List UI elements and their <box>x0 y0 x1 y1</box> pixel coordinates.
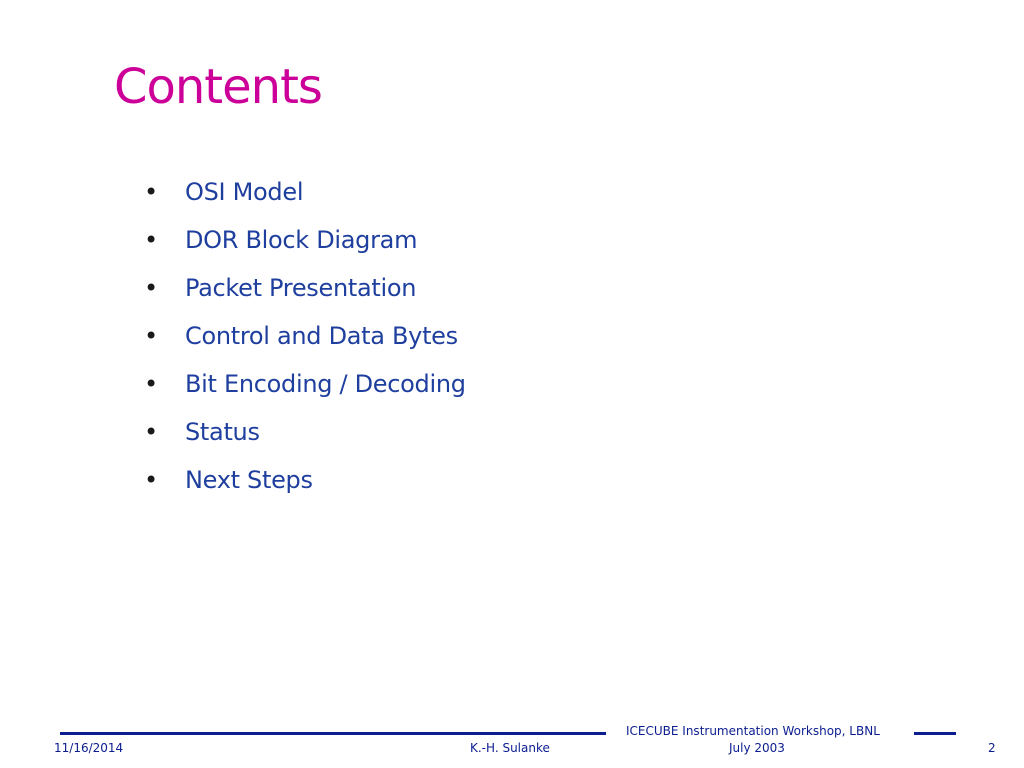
footer-event-title: ICECUBE Instrumentation Workshop, LBNL <box>626 724 880 738</box>
bullet-icon: • <box>144 178 159 206</box>
list-item-text: Status <box>185 418 260 446</box>
list-item-text: DOR Block Diagram <box>185 226 418 254</box>
list-item-text: Bit Encoding / Decoding <box>185 370 466 398</box>
list-item-text: OSI Model <box>185 178 304 206</box>
contents-list: • OSI Model • DOR Block Diagram • Packet… <box>144 168 466 504</box>
list-item: • DOR Block Diagram <box>144 216 466 264</box>
list-item: • Bit Encoding / Decoding <box>144 360 466 408</box>
list-item: • Packet Presentation <box>144 264 466 312</box>
footer-divider-left <box>60 732 606 735</box>
list-item: • OSI Model <box>144 168 466 216</box>
list-item-text: Packet Presentation <box>185 274 417 302</box>
list-item: • Control and Data Bytes <box>144 312 466 360</box>
list-item: • Status <box>144 408 466 456</box>
bullet-icon: • <box>144 466 159 494</box>
page-number: 2 <box>988 741 996 755</box>
list-item: • Next Steps <box>144 456 466 504</box>
list-item-text: Next Steps <box>185 466 313 494</box>
bullet-icon: • <box>144 370 159 398</box>
footer-event-date: July 2003 <box>729 741 785 755</box>
bullet-icon: • <box>144 226 159 254</box>
bullet-icon: • <box>144 418 159 446</box>
footer-author: K.-H. Sulanke <box>470 741 550 755</box>
bullet-icon: • <box>144 322 159 350</box>
list-item-text: Control and Data Bytes <box>185 322 458 350</box>
bullet-icon: • <box>144 274 159 302</box>
slide-title: Contents <box>114 59 323 115</box>
footer-date: 11/16/2014 <box>54 741 124 755</box>
footer-divider-right <box>914 732 956 735</box>
